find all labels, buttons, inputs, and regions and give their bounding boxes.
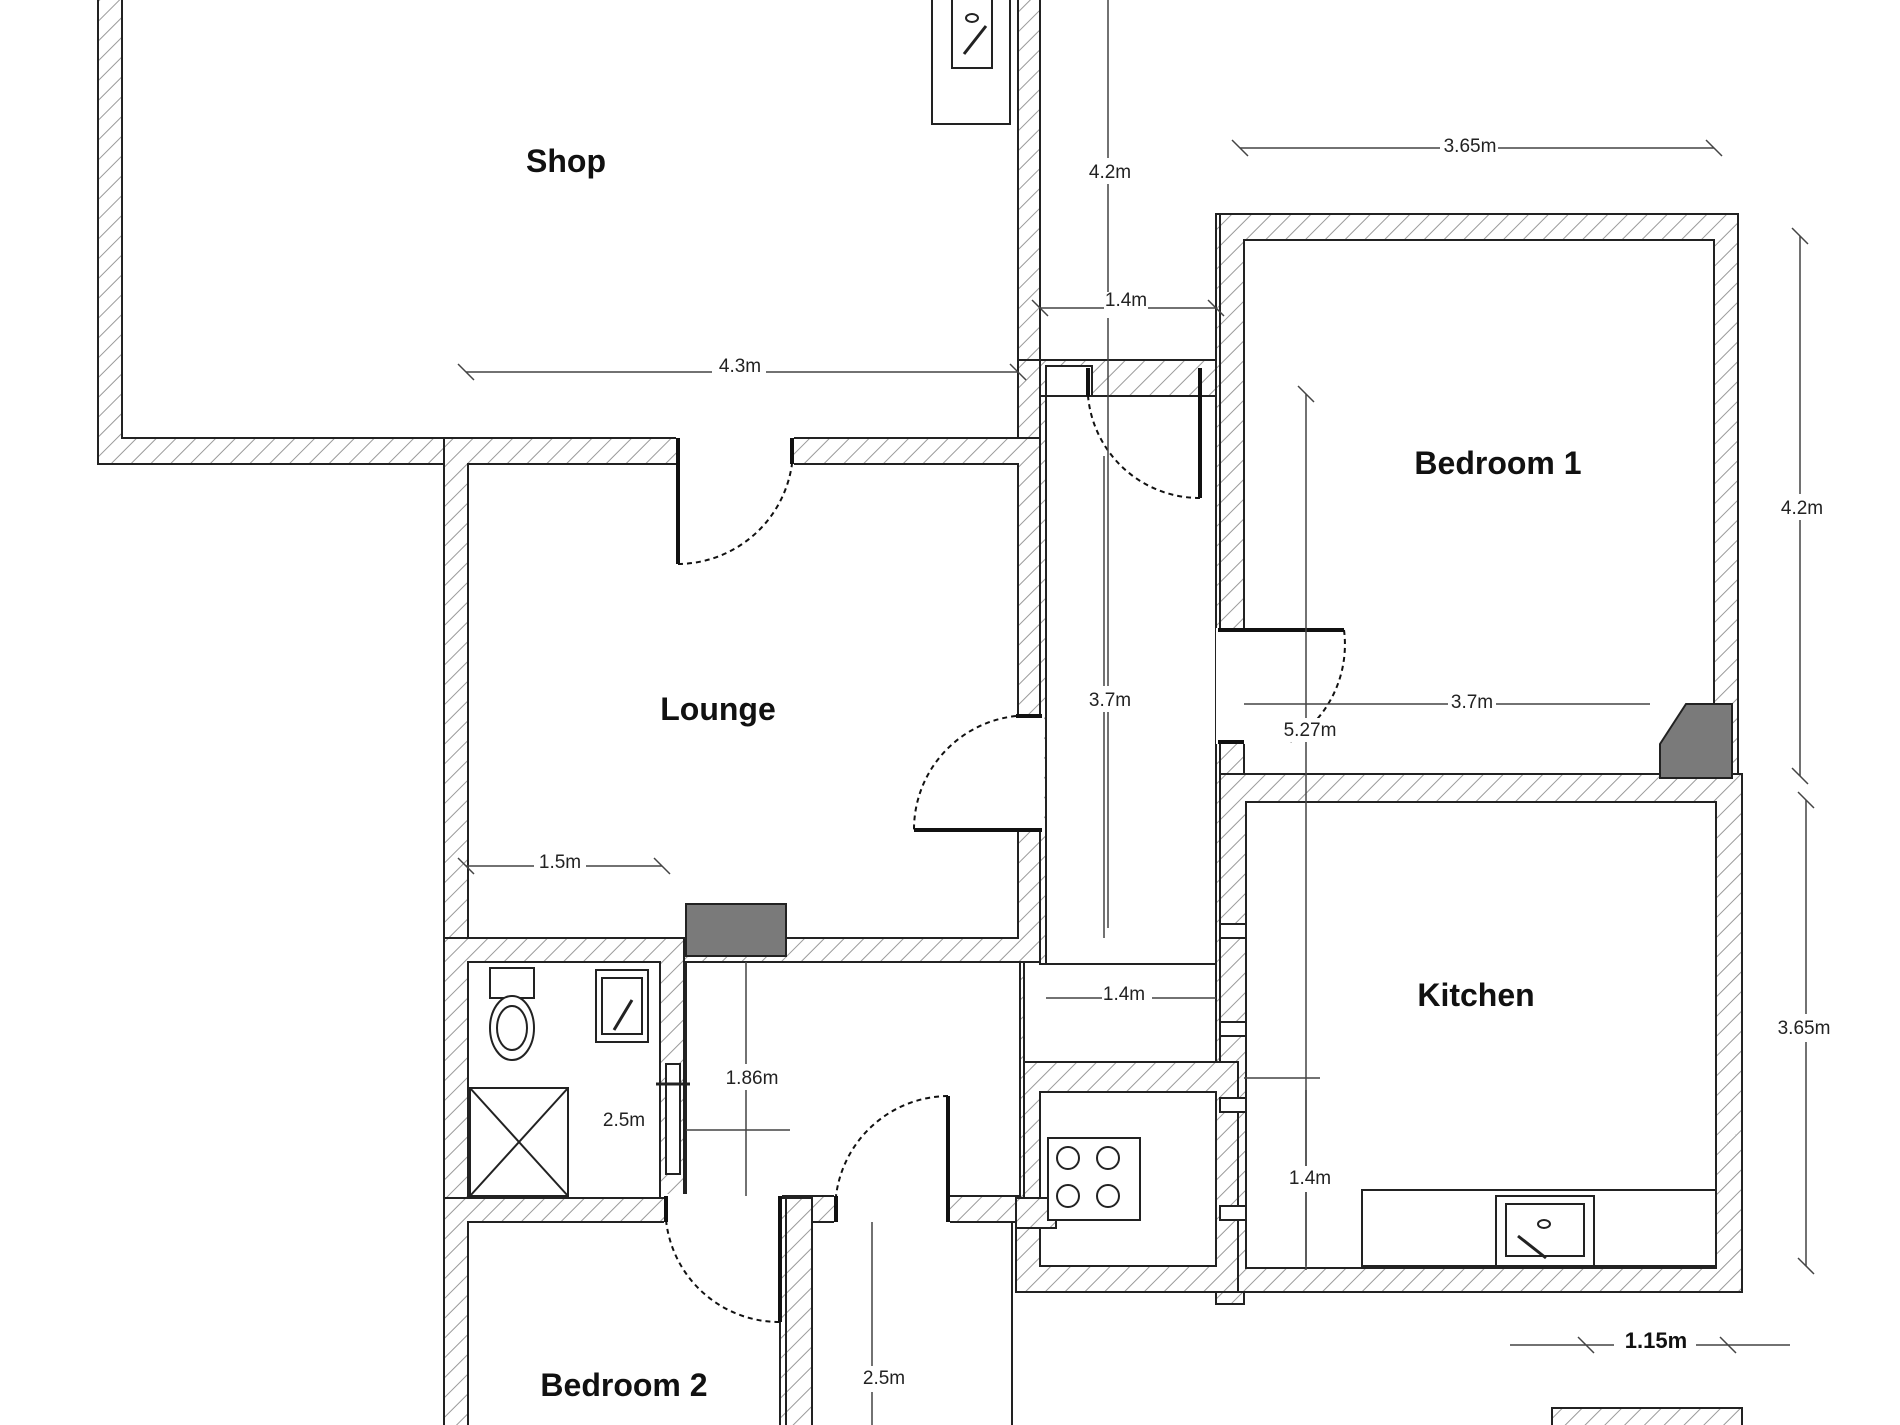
bedroom2-door <box>664 1194 782 1324</box>
dim-bed1-inner-width: 3.7m <box>1451 692 1493 713</box>
dim-kitchen-sub-height: 1.4m <box>1289 1168 1331 1189</box>
dim-hall-width-top: 1.4m <box>1105 290 1147 311</box>
dim-shop-width: 4.3m <box>719 356 761 377</box>
dim-bath-width: 2.5m <box>603 1110 645 1131</box>
dim-hall-length: 5.27m <box>1284 720 1337 741</box>
kitchen-vents <box>1219 923 1247 1221</box>
heated-rail-icon <box>656 1063 690 1175</box>
dim-lower-height: 2.5m <box>863 1368 905 1389</box>
corridor-door <box>834 1095 950 1224</box>
bedroom1-radiator-icon <box>1659 703 1733 779</box>
hall-top-door <box>1086 368 1202 500</box>
room-label-bedroom1: Bedroom 1 <box>1414 445 1581 481</box>
dim-bed1-height: 4.2m <box>1781 498 1823 519</box>
dim-kitchen-height: 3.65m <box>1778 1018 1831 1039</box>
dim-lounge-sub-width: 1.5m <box>539 852 581 873</box>
dim-shop-height: 4.2m <box>1089 162 1131 183</box>
corner-fragment <box>1551 1407 1743 1425</box>
room-label-kitchen: Kitchen <box>1417 977 1534 1013</box>
dim-corner-width: 1.15m <box>1625 1328 1687 1353</box>
dim-bath-height: 1.86m <box>726 1068 779 1089</box>
toilet-icon <box>489 967 535 1061</box>
lower-corridor <box>683 961 1057 1229</box>
bedroom2-room <box>443 1197 1013 1425</box>
shower-tray-icon <box>469 1087 569 1197</box>
bedroom1-door <box>1216 628 1346 744</box>
dim-bed1-width: 3.65m <box>1444 136 1497 157</box>
radiator-icon <box>685 903 787 957</box>
shop-room <box>97 0 1041 465</box>
bathroom-sink-icon <box>595 969 649 1043</box>
room-label-bedroom2: Bedroom 2 <box>540 1367 707 1403</box>
lounge-top-door <box>676 436 794 565</box>
room-label-shop: Shop <box>526 143 606 179</box>
lounge-side-door <box>912 714 1044 832</box>
kitchen-counter <box>1361 1189 1717 1267</box>
room-label-lounge: Lounge <box>660 691 776 727</box>
shop-sink <box>931 0 1011 125</box>
dim-lounge-height: 3.7m <box>1089 690 1131 711</box>
dim-hall-width-mid: 1.4m <box>1103 984 1145 1005</box>
hob-icon <box>1047 1137 1141 1221</box>
